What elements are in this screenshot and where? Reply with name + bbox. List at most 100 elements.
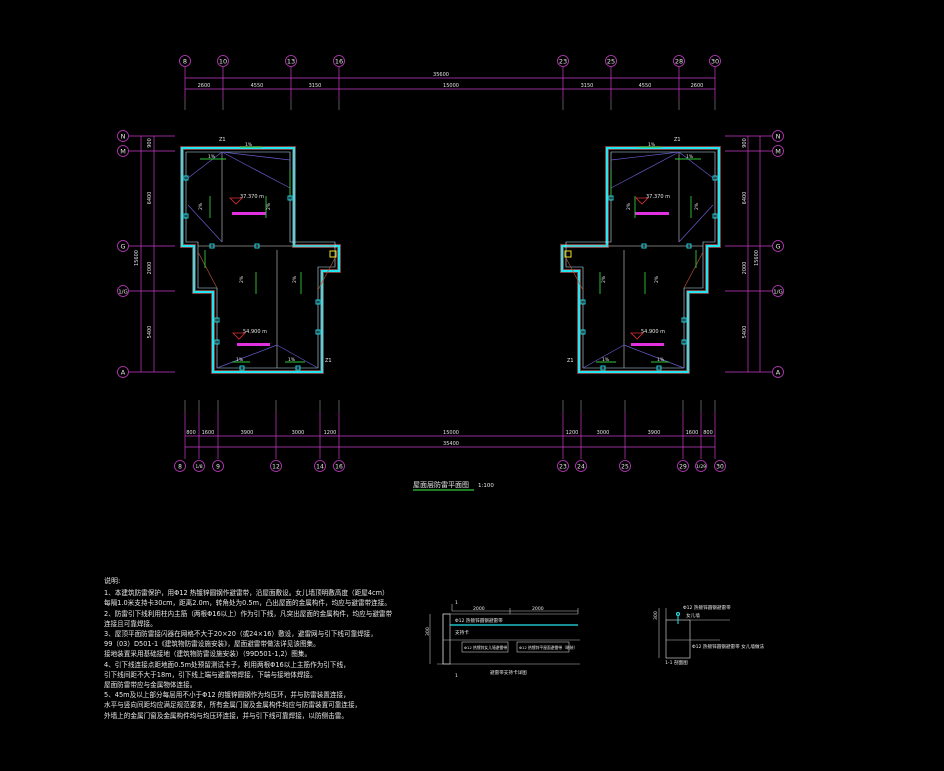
room-level-lr: 54.900 m <box>641 329 665 335</box>
dim-left-4: 15600 <box>134 250 140 266</box>
dim-top-6: 2600 <box>691 83 704 89</box>
axis-top-0: 8 <box>183 58 187 66</box>
dim-bottom-10: 800 <box>703 430 713 436</box>
axis-bottom-2: 9 <box>216 464 220 471</box>
dim-top-2: 3150 <box>309 83 322 89</box>
right-dimension-lines <box>725 135 772 373</box>
dim-bottom-9: 1600 <box>686 430 699 436</box>
axis-bottom-7: 24 <box>577 464 585 471</box>
sec-a-dim-v: 300 <box>425 627 431 636</box>
slope-label: 1% <box>245 142 253 148</box>
sec-a-mark: 1 <box>455 673 458 679</box>
dim-bottom-3: 3000 <box>292 430 305 436</box>
axis-bottom-6: 23 <box>559 464 567 471</box>
section-detail-a: 2000 2000 1 1 300 Φ12 热镀锌圆钢避雷带 支持卡 Φ12 热… <box>425 600 580 679</box>
axis-top-7: 30 <box>711 58 719 66</box>
axis-bottom-0: 8 <box>178 464 182 471</box>
dim-right-3: 5400 <box>742 326 748 339</box>
axis-bottom-10: 1/29 <box>696 464 706 470</box>
slope-label: 2% <box>266 202 272 210</box>
z1-marker: Z1 <box>674 137 681 143</box>
sec-b-label-top2: 女儿墙 <box>686 612 700 619</box>
room-bar-lr <box>631 343 664 346</box>
dim-bottom-total: 35400 <box>443 441 459 447</box>
dim-right-0: 900 <box>742 138 748 148</box>
dim-left-0: 900 <box>147 138 153 148</box>
drawing-title-text: 屋面层防雷平面图 <box>413 480 469 489</box>
note-line: 每隔1.0米支持卡30cm，距离2.0m，转角处为0.5m，凸出屋面的金属构件，… <box>104 599 391 608</box>
axis-right-G: G <box>775 243 780 251</box>
drawing-title: 屋面层防雷平面图 1:100 <box>413 480 494 491</box>
room-level-ul: 37.370 m <box>240 194 264 200</box>
slope-label: 1% <box>288 357 296 363</box>
slope-label: 2% <box>694 202 700 210</box>
axis-bottom-5: 16 <box>335 464 343 471</box>
left-roof-plan: 1% 1% 1% 1% 2% 2% 2% 2% 37.370 m 54.900 … <box>180 137 341 374</box>
dim-right-1: 6400 <box>742 192 748 205</box>
dim-left-1: 6400 <box>147 192 153 205</box>
design-notes: 说明: 1、本建筑防雷保护，用Φ12 热镀锌圆钢作避雷带，沿屋面敷设。女儿墙顶明… <box>104 576 392 721</box>
section-detail-b: 300 Φ12 热镀锌圆钢避雷带 女儿墙 Φ12 热镀锌圆钢避雷带 女儿墙做法 … <box>653 604 765 666</box>
slope-label: 1% <box>236 357 244 363</box>
dim-right-4: 15600 <box>754 250 760 266</box>
right-roof-plan: 1% 1% 1% 1% 2% 2% 2% 2% 37.370 m 54.900 … <box>560 137 721 374</box>
note-line: 99（03）D501-1《建筑物防雷设施安装》，屋面避雷带做法详见该图集。 <box>104 640 320 649</box>
z1-marker: Z1 <box>567 358 574 364</box>
sec-a-mark: 1 <box>455 600 458 606</box>
axis-bottom-3: 12 <box>272 464 280 471</box>
note-line: 引下线间距不大于18m，引下线上端与避雷带焊接，下端与接地体焊接。 <box>104 670 317 679</box>
axis-left-N: N <box>121 133 126 141</box>
dim-bottom-8: 3900 <box>648 430 661 436</box>
dim-top-1: 4550 <box>251 83 264 89</box>
sec-b-dim-v: 300 <box>653 611 659 620</box>
dim-bottom-5: 15000 <box>443 430 459 436</box>
note-line: 连接且可靠焊接。 <box>104 619 157 628</box>
axis-top-4: 23 <box>559 58 567 66</box>
dim-bottom-2: 3900 <box>241 430 254 436</box>
slope-label: 1% <box>602 357 610 363</box>
note-line: 5、45m及以上部分每层用不小于Φ12 的镀锌圆钢作为均压环，并与防雷装置连接， <box>104 691 350 700</box>
dim-top-3: 15000 <box>443 83 459 89</box>
note-line: 屋面防雷带应与金属物体连接。 <box>104 681 197 690</box>
axis-top-5: 25 <box>607 58 615 66</box>
room-level-ur: 37.370 m <box>646 194 670 200</box>
dim-bottom-6: 1200 <box>566 430 579 436</box>
room-bar-ul <box>232 212 266 215</box>
axis-bottom-11: 30 <box>716 464 724 471</box>
sec-a-label-box1: Φ12 热镀锌女儿墙避雷带 <box>464 645 507 650</box>
z1-marker: Z1 <box>325 358 332 364</box>
sec-b-label-mid: Φ12 热镀锌圆钢避雷带 女儿墙做法 <box>692 643 765 650</box>
sec-a-label-mid: 支持卡 <box>455 629 469 636</box>
axis-left-M: M <box>120 148 126 156</box>
note-line: 接地装置采用基础接地（建筑物防雷设施安装）（99D501-1,2）图集。 <box>104 650 312 659</box>
axis-right-M: M <box>775 148 781 156</box>
axis-extension-lines-bottom <box>184 400 716 412</box>
notes-heading: 说明: <box>104 577 121 585</box>
top-axis-labels <box>179 55 721 67</box>
slope-label: 1% <box>657 357 665 363</box>
axis-top-6: 28 <box>675 58 683 66</box>
slope-label: 2% <box>654 275 660 283</box>
axis-top-2: 13 <box>287 58 295 66</box>
left-axis-bubbles <box>117 130 129 378</box>
sec-a-label-top: Φ12 热镀锌圆钢避雷带 <box>455 617 503 624</box>
dim-right-2: 2000 <box>742 262 748 275</box>
note-line: 水平与竖向间距均应满足规范要求，所有金属门窗及金属构件均应与防雷装置可靠连接， <box>104 701 362 710</box>
dim-left-2: 2000 <box>147 262 153 275</box>
bottom-dimension-lines <box>184 412 716 459</box>
axis-bottom-9: 29 <box>679 464 687 471</box>
lightning-belt-right <box>560 146 721 374</box>
bottom-axis-bubbles <box>174 460 726 472</box>
slope-label: 1% <box>208 154 216 160</box>
room-bar-ur <box>635 212 669 215</box>
axis-bottom-8: 25 <box>621 464 629 471</box>
dim-bottom-0: 800 <box>186 430 196 436</box>
sec-a-label-bottom: 避雷带支持卡详图 <box>490 669 527 676</box>
sec-a-label-box2: Φ12 热镀锌平屋面避雷带（暗装） <box>519 645 577 650</box>
left-dimension-lines <box>129 135 175 373</box>
dim-top-0: 2600 <box>198 83 211 89</box>
slope-label: 2% <box>239 275 245 283</box>
slope-label: 2% <box>198 202 204 210</box>
z1-marker: Z1 <box>219 137 226 143</box>
slope-label: 1% <box>648 142 656 148</box>
